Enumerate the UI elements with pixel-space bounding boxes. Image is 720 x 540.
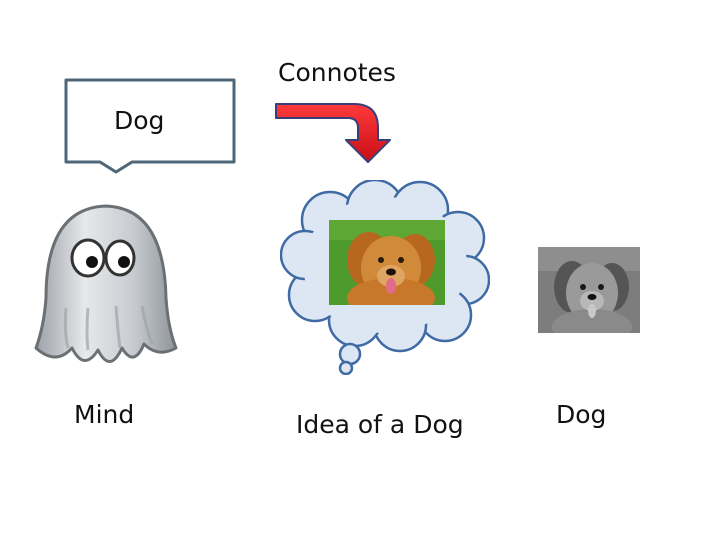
dog-grayscale-photo bbox=[538, 247, 640, 333]
dog-label: Dog bbox=[556, 400, 607, 429]
ghost-figure bbox=[26, 198, 184, 380]
ghost-icon bbox=[34, 204, 178, 363]
dog-photo-color-icon bbox=[329, 220, 445, 305]
speech-bubble-text: Dog bbox=[114, 106, 165, 135]
speech-bubble: Dog bbox=[62, 76, 240, 176]
idea-of-a-dog-label: Idea of a Dog bbox=[296, 410, 464, 439]
thought-cloud bbox=[280, 180, 490, 375]
bent-arrow-icon bbox=[275, 103, 391, 163]
connotes-label: Connotes bbox=[278, 58, 396, 87]
ghost-eyes bbox=[70, 238, 136, 278]
dog-photo-grayscale-icon bbox=[538, 247, 640, 333]
dog-color-photo bbox=[329, 220, 445, 305]
speech-bubble-shape bbox=[64, 78, 236, 174]
connotes-arrow bbox=[268, 98, 398, 168]
mind-label: Mind bbox=[74, 400, 135, 429]
